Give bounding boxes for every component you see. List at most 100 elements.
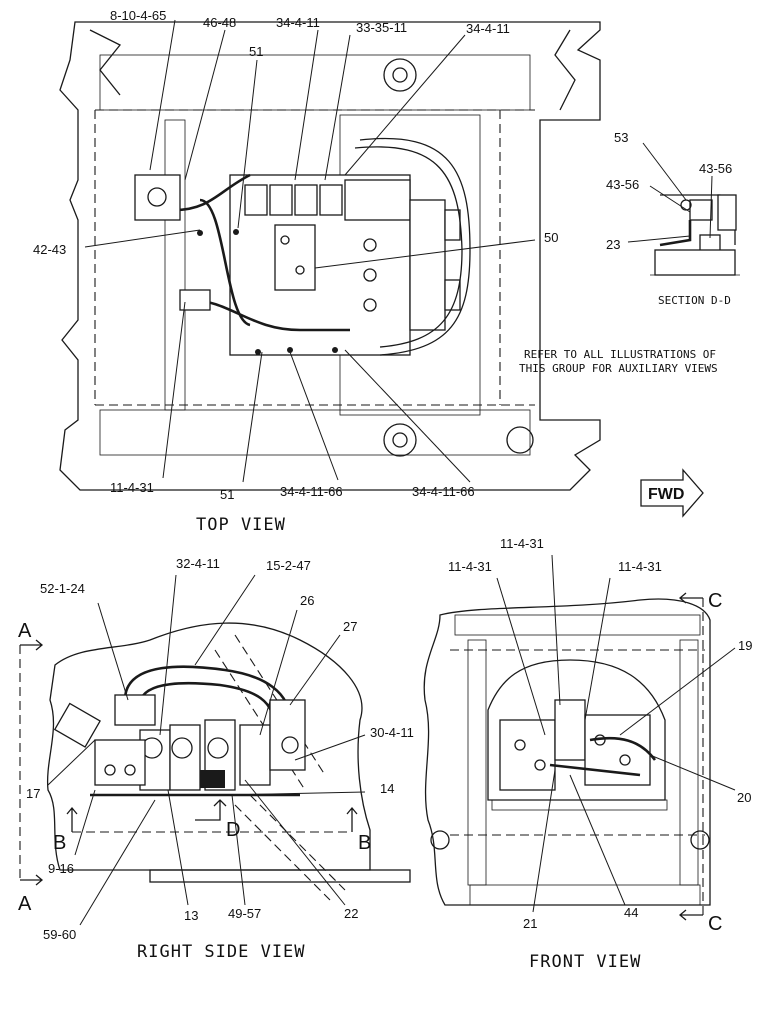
callout-46-48: 46-48 [203, 15, 236, 30]
callout-front-11-4-31-right: 11-4-31 [618, 559, 662, 574]
fwd-label: FWD [648, 486, 684, 503]
section-c-bottom-letter: C [708, 913, 722, 935]
callout-50: 50 [544, 230, 558, 245]
section-a-bottom-letter: A [18, 893, 32, 915]
top-frame-break-right [554, 29, 576, 111]
section-c-top-arrow [678, 592, 703, 604]
leader-20 [649, 754, 736, 791]
top-view-leaders [84, 19, 536, 483]
side-strut-3 [234, 804, 331, 901]
top-valve-section-1 [244, 184, 268, 216]
leader-34-4-11-a [294, 29, 319, 181]
top-bolt-2 [233, 229, 239, 235]
front-valve-left [499, 719, 556, 791]
section-dd-drawing: 53 43-56 43-56 23 SECTION D-D [606, 130, 740, 307]
leader-43-56-right [709, 175, 713, 239]
top-tube-3 [199, 198, 251, 327]
right-side-view-leaders [47, 574, 366, 926]
top-rear-crossmember [99, 409, 531, 456]
section-b-right-arrow [346, 806, 358, 832]
side-port-1 [104, 764, 116, 776]
side-strut-4 [249, 794, 346, 891]
leader-52-1-24 [97, 602, 129, 701]
leader-30-4-11 [294, 734, 366, 761]
callout-49-57: 49-57 [228, 906, 261, 921]
callout-26: 26 [300, 593, 314, 608]
front-left-post [467, 639, 487, 886]
top-bolt-5 [332, 347, 338, 353]
front-bottom-rail [469, 884, 701, 906]
section-a-top-arrow [20, 639, 44, 651]
callout-59-60: 59-60 [43, 927, 76, 942]
callout-23: 23 [606, 237, 620, 252]
front-tube-1 [549, 763, 641, 777]
top-boss-upper [383, 58, 417, 92]
front-valve-center [554, 699, 586, 761]
section-d-arrow [195, 799, 227, 821]
top-tube-4 [359, 137, 471, 356]
leader-front-11-4-31-right [584, 577, 611, 721]
callout-51-lower: 51 [220, 487, 234, 502]
front-top-rail [454, 614, 701, 636]
leader-32-4-11 [159, 574, 177, 736]
top-front-crossmember [99, 54, 531, 111]
callout-17: 17 [26, 786, 40, 801]
callout-34-4-11-a: 34-4-11 [276, 15, 320, 30]
top-fitting-3 [363, 298, 377, 312]
callout-52-1-24: 52-1-24 [40, 581, 85, 596]
leader-15-2-47 [194, 574, 256, 666]
front-port-2 [534, 759, 546, 771]
front-port-1 [514, 739, 526, 751]
callout-30-4-11: 30-4-11 [370, 725, 414, 740]
leader-front-11-4-31-top [551, 554, 561, 706]
top-boss-upper-hole [392, 67, 408, 83]
top-left-valve-port [147, 187, 167, 207]
top-frame-break-left [89, 29, 122, 96]
section-a-bottom-arrow [20, 874, 44, 886]
leader-43-56-left [649, 185, 691, 213]
top-bolt-4 [287, 347, 293, 353]
front-boss-left [430, 830, 450, 850]
front-outline [423, 598, 711, 906]
front-view-leaders [496, 554, 736, 913]
top-view-title: TOP VIEW [196, 515, 286, 535]
top-bolt-3 [255, 349, 261, 355]
callout-34-4-11-b: 34-4-11 [466, 21, 510, 36]
leader-34-4-11-66-a [289, 351, 339, 481]
leader-44 [569, 774, 626, 906]
front-port-4 [619, 754, 631, 766]
leader-27 [289, 634, 341, 706]
top-valve-section-4 [319, 184, 343, 216]
leader-46-48 [184, 29, 226, 181]
side-outline [46, 622, 371, 871]
side-valve-3-cap [207, 737, 229, 759]
side-left-manifold [94, 739, 146, 786]
section-tube [659, 220, 692, 247]
callout-20: 20 [737, 790, 751, 805]
fwd-arrow: FWD [640, 468, 704, 518]
callout-15-2-47: 15-2-47 [266, 558, 311, 573]
callout-42-43: 42-43 [33, 242, 66, 257]
leader-front-11-4-31-left [496, 577, 546, 736]
callout-43-56-right: 43-56 [699, 161, 732, 176]
side-dark-block [200, 770, 225, 788]
front-housing [487, 659, 666, 801]
note-line-1: REFER TO ALL ILLUSTRATIONS OF [524, 348, 716, 361]
callout-19: 19 [738, 638, 752, 653]
auxiliary-note: REFER TO ALL ILLUSTRATIONS OF THIS GROUP… [519, 348, 718, 375]
callout-22: 22 [344, 906, 358, 921]
callout-33-35-11: 33-35-11 [356, 20, 407, 35]
front-boss-right [690, 830, 710, 850]
callout-51-upper: 51 [249, 44, 263, 59]
side-right-valve [269, 699, 306, 771]
top-valve-section-2 [269, 184, 293, 216]
leader-21 [532, 769, 556, 913]
leader-33-35-11 [324, 34, 351, 181]
note-line-2: THIS GROUP FOR AUXILIARY VIEWS [519, 362, 718, 375]
callout-front-11-4-31-left: 11-4-31 [448, 559, 492, 574]
top-frame-outline [59, 21, 601, 491]
top-valve-head [344, 179, 411, 221]
top-solenoid-cap-2 [444, 279, 461, 311]
front-view-callouts: 11-4-31 11-4-31 11-4-31 19 20 21 44 FRON… [448, 536, 752, 972]
leader-8-10-4-65 [149, 19, 176, 171]
